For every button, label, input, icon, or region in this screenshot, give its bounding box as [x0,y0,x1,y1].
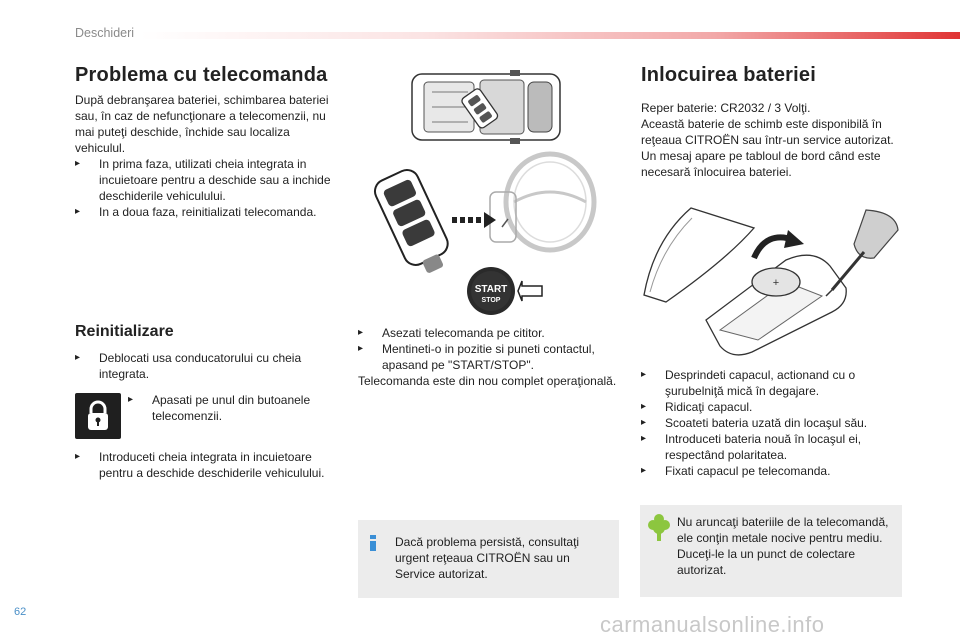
remote-problem-text: După debranşarea bateriei, schimbarea ba… [75,92,335,220]
remote-problem-title: Problema cu telecomanda [75,64,328,86]
reinit-step-3: ▸Introduceti cheia integrata in incuieto… [75,450,325,480]
page-header: Deschideri [0,0,960,50]
key-fob-icon [373,169,449,273]
square-arrow-bullet-icon: ▸ [75,158,81,169]
reader-result: Telecomanda este din nou complet operaţi… [358,374,617,388]
square-arrow-bullet-icon: ▸ [75,451,81,462]
reinit-step-1: ▸Deblocati usa conducatorului cu cheia i… [75,351,302,381]
remote-problem-intro: După debranşarea bateriei, schimbarea ba… [75,93,329,155]
list-item: ▸Introduceti bateria nouă în locaşul ei,… [641,432,862,462]
list-item: ▸Desprindeti capacul, actionand cu o şur… [641,368,856,398]
info-note-box: Dacă problema persistă, consultaţi urgen… [358,520,619,598]
battery-steps: ▸Desprindeti capacul, actionand cu o şur… [641,367,909,479]
square-arrow-bullet-icon: ▸ [75,206,81,217]
battery-replacement-title: Inlocuirea bateriei [641,64,816,86]
square-arrow-bullet-icon: ▸ [641,417,647,428]
screwdriver-icon [825,209,899,297]
square-arrow-bullet-icon: ▸ [641,433,647,444]
square-arrow-bullet-icon: ▸ [358,343,364,354]
start-stop-button-icon: START STOP [467,267,543,315]
list-item: ▸Ridicaţi capacul. [641,400,753,414]
watermark: carmanualsonline.info [600,612,825,637]
svg-text:STOP: STOP [482,297,501,304]
square-arrow-bullet-icon: ▸ [641,401,647,412]
list-item: ▸Asezati telecomanda pe cititor. [358,326,545,340]
section-title: Deschideri [75,26,135,40]
square-arrow-bullet-icon: ▸ [641,465,647,476]
lock-icon [88,400,108,430]
environment-note-box: Nu aruncaţi bateriile de la telecomandă,… [640,505,902,597]
header-rule [140,32,960,39]
svg-text:START: START [475,284,508,295]
car-top-view-icon [411,70,561,144]
list-item: ▸Mentineti-o in pozitie si puneti contac… [358,342,595,372]
reinit-step-2: ▸Apasati pe unul din butoanele telecomen… [128,393,311,423]
battery-icon [751,267,801,297]
reinit-title: Reinitializare [75,323,174,340]
lock-button-box [75,393,121,439]
square-arrow-bullet-icon: ▸ [641,369,647,380]
square-arrow-bullet-icon: ▸ [75,352,81,363]
page-number: 62 [14,606,27,618]
environment-note-text: Nu aruncaţi bateriile de la telecomandă,… [677,515,889,577]
square-arrow-bullet-icon: ▸ [358,327,364,338]
list-item: ▸In a doua faza, reinitializati telecoma… [75,205,317,219]
info-note-text: Dacă problema persistă, consultaţi urgen… [395,535,580,581]
steering-wheel-icon [489,151,597,253]
battery-replacement-illustration: + [643,207,899,356]
list-item: ▸Fixati capacul pe telecomanda. [641,464,831,478]
svg-text:+: + [773,277,779,289]
car-key-illustration: START STOP [373,70,597,315]
arrow-icon [452,212,496,228]
square-arrow-bullet-icon: ▸ [128,394,134,405]
info-icon [370,535,376,551]
tree-icon [648,514,670,541]
list-item: ▸Scoateti bateria uzată din locaşul său. [641,416,868,430]
battery-intro: Reper baterie: CR2032 / 3 Volţi. Această… [641,101,894,179]
list-item: ▸In prima faza, utilizati cheia integrat… [75,157,331,203]
reader-steps: ▸Asezati telecomanda pe cititor. ▸Mentin… [358,325,618,389]
